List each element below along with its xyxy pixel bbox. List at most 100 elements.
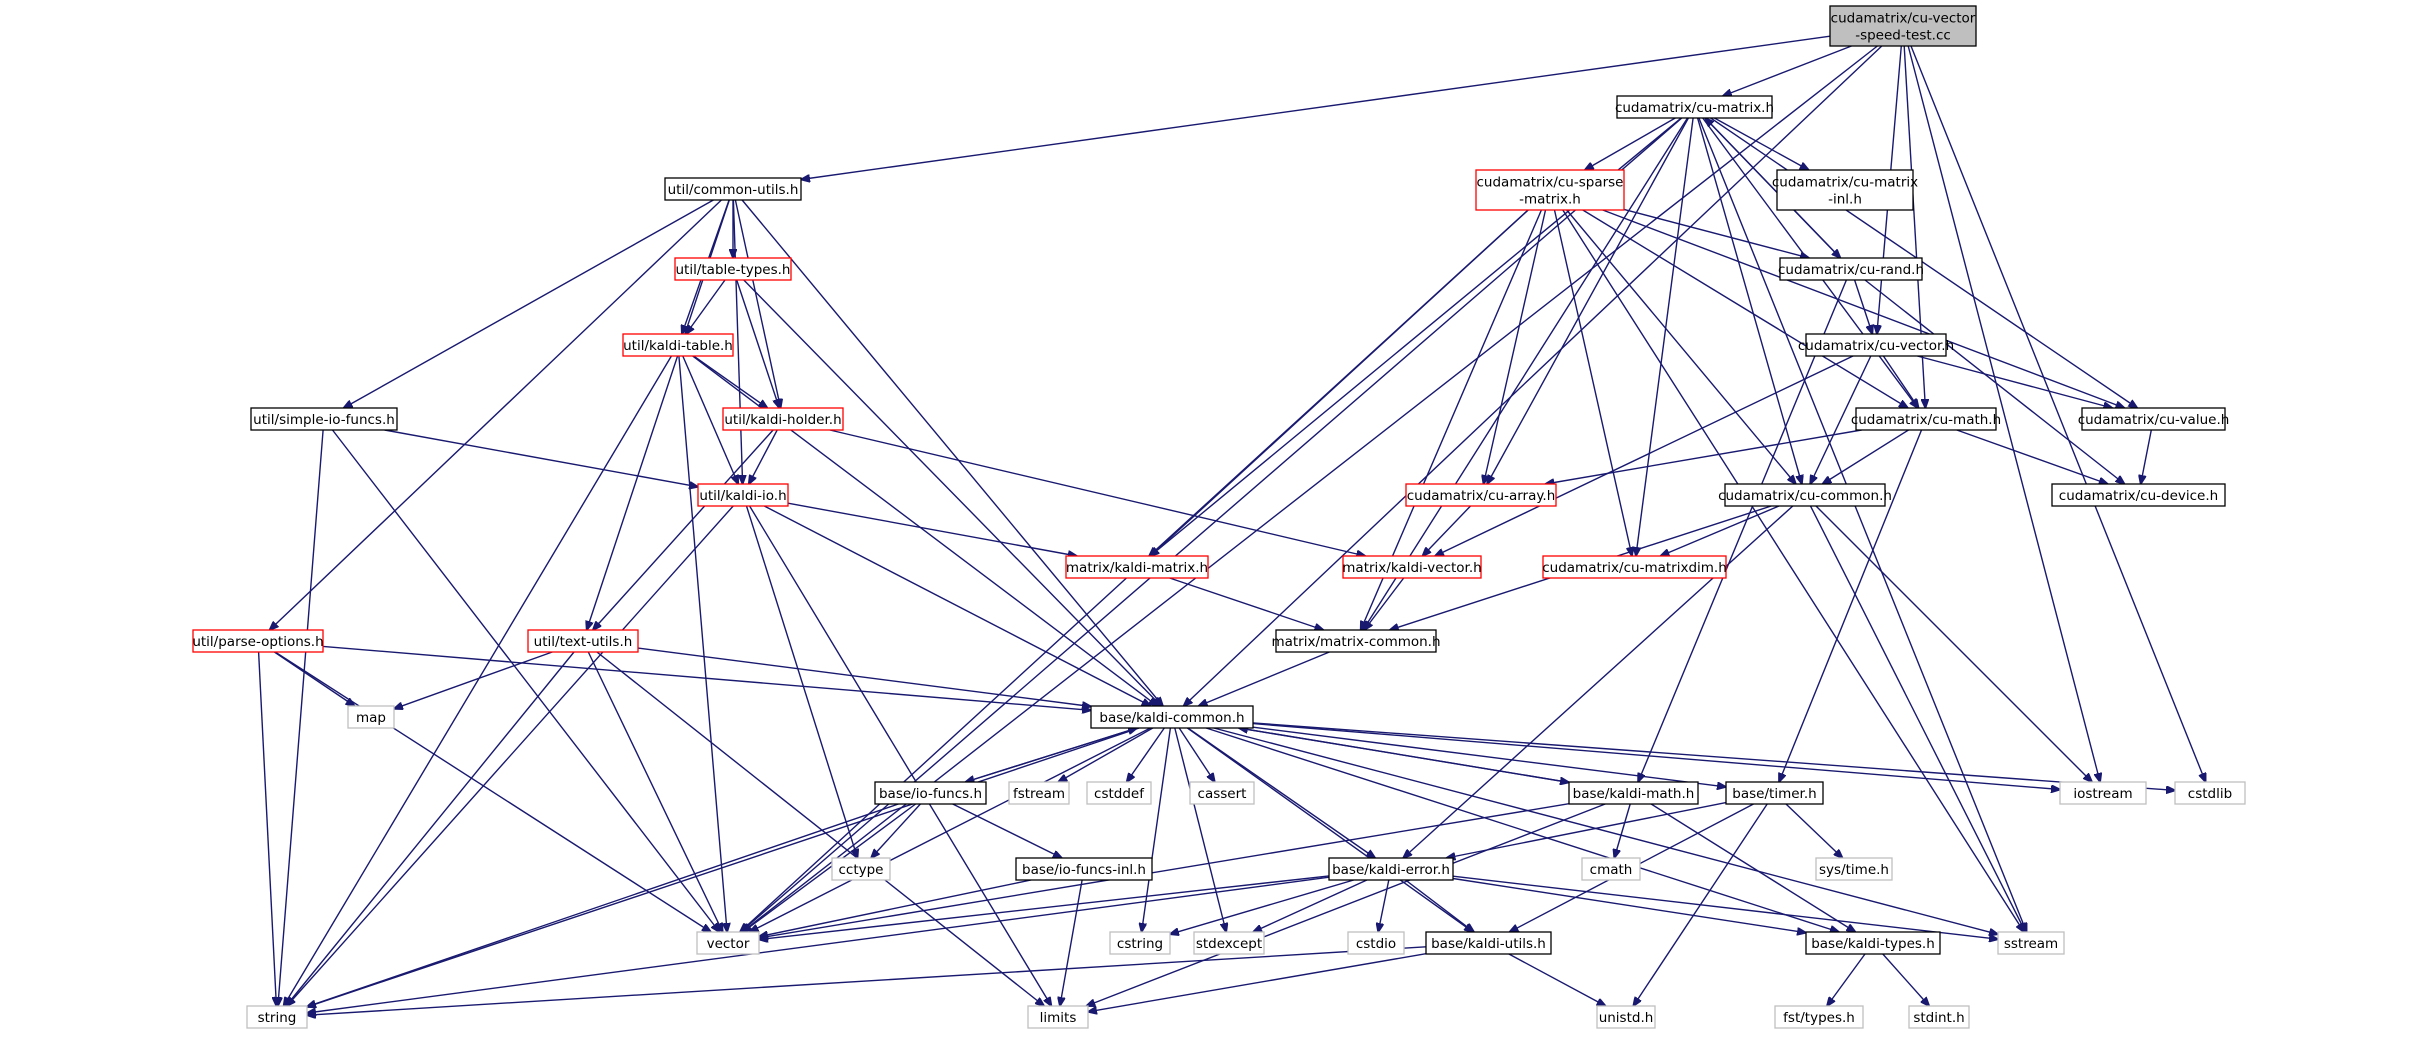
edge-cu_common-to-cu_matrixdim xyxy=(1661,505,1780,556)
edge-kaldi_table-to-kaldi_io xyxy=(682,355,738,484)
node-cu-sparse[interactable]: cudamatrix/cu-sparse-matrix.h xyxy=(1475,169,1625,211)
edge-kaldi_common-to-cstddef xyxy=(1127,727,1165,782)
node-label: cudamatrix/cu-value.h xyxy=(2078,412,2230,428)
edge-cu_matrix-to-cu_common xyxy=(1696,117,1802,484)
node-box xyxy=(1805,333,1947,357)
node-label: base/timer.h xyxy=(1732,786,1816,802)
edge-kaldi_io-to-cctype xyxy=(745,505,858,858)
node-kaldi-vector[interactable]: matrix/kaldi-vector.h xyxy=(1342,555,1482,579)
edge-kaldi_common-to-fstream xyxy=(1058,727,1154,782)
node-box xyxy=(1328,857,1454,881)
node-label: cudamatrix/cu-matrix.h xyxy=(1615,100,1774,116)
node-cstdio: cstdio xyxy=(1347,931,1405,955)
node-label: cstddef xyxy=(1094,786,1145,802)
node-io-funcs-inl[interactable]: base/io-funcs-inl.h xyxy=(1015,857,1153,881)
node-cu-vector[interactable]: cudamatrix/cu-vector.h xyxy=(1798,333,1954,357)
node-cu-matrix-inl[interactable]: cudamatrix/cu-matrix-inl.h xyxy=(1772,169,1918,211)
edge-cu_array-to-kaldi_vector xyxy=(1423,505,1472,556)
node-label: cassert xyxy=(1198,786,1247,802)
edge-kaldi_utils-to-unistd xyxy=(1508,953,1606,1006)
edge-cu_sparse-to-cu_rand xyxy=(1623,208,1809,258)
node-label: cudamatrix/cu-vector.h xyxy=(1798,338,1954,354)
node-timer[interactable]: base/timer.h xyxy=(1725,781,1824,805)
node-label: util/kaldi-table.h xyxy=(623,338,733,354)
node-kaldi-types[interactable]: base/kaldi-types.h xyxy=(1805,931,1941,955)
edge-kaldi_common-to-timer xyxy=(1252,726,1726,787)
edge-root-to-iostream xyxy=(1907,45,2100,782)
node-label: string xyxy=(258,1010,297,1026)
node-cu-matrix[interactable]: cudamatrix/cu-matrix.h xyxy=(1615,95,1774,119)
edge-kaldi_utils-to-string xyxy=(307,946,1427,1015)
edge-timer-to-kaldi_error xyxy=(1447,801,1727,858)
edge-parse_options-to-map xyxy=(274,651,354,706)
node-kaldi-utils[interactable]: base/kaldi-utils.h xyxy=(1425,931,1552,955)
node-kaldi-math[interactable]: base/kaldi-math.h xyxy=(1568,781,1699,805)
edge-kaldi_table-to-kaldi_holder xyxy=(693,355,768,408)
edge-kaldi_common-to-kaldi_error xyxy=(1187,727,1375,858)
node-label: unistd.h xyxy=(1599,1010,1654,1026)
node-cu-array[interactable]: cudamatrix/cu-array.h xyxy=(1405,483,1557,507)
node-kaldi-common[interactable]: base/kaldi-common.h xyxy=(1090,705,1254,729)
node-cu-value[interactable]: cudamatrix/cu-value.h xyxy=(2078,407,2230,431)
node-box xyxy=(831,857,891,881)
node-limits: limits xyxy=(1027,1005,1089,1029)
node-label: cudamatrix/cu-common.h xyxy=(1718,488,1892,504)
node-kaldi-matrix[interactable]: matrix/kaldi-matrix.h xyxy=(1065,555,1209,579)
node-iostream: iostream xyxy=(2059,781,2147,805)
node-cu-common[interactable]: cudamatrix/cu-common.h xyxy=(1718,483,1892,507)
edge-cu_matrix-to-matrix_common xyxy=(1363,117,1689,630)
node-box xyxy=(722,407,844,431)
node-label: cstdlib xyxy=(2188,786,2232,802)
edge-cu_value-to-cu_device xyxy=(2141,429,2152,484)
edge-cu_common-to-iostream xyxy=(1815,505,2092,782)
edge-cu_rand-to-cu_matrix xyxy=(1705,118,1841,259)
node-label: base/io-funcs.h xyxy=(879,786,982,802)
node-kaldi-io[interactable]: util/kaldi-io.h xyxy=(697,483,789,507)
node-box xyxy=(1542,555,1727,579)
node-cu-device[interactable]: cudamatrix/cu-device.h xyxy=(2051,483,2226,507)
node-root[interactable]: cudamatrix/cu-vector-speed-test.cc xyxy=(1829,5,1977,47)
node-table-types[interactable]: util/table-types.h xyxy=(674,257,792,281)
edge-kaldi_common-to-stdexcept xyxy=(1174,727,1226,932)
edge-cu_vector-to-cu_value xyxy=(1917,355,2112,408)
node-box xyxy=(1779,257,1923,281)
node-label: cmath xyxy=(1590,862,1633,878)
node-kaldi-table[interactable]: util/kaldi-table.h xyxy=(622,333,734,357)
node-box xyxy=(2059,781,2147,805)
edge-kaldi_math-to-kaldi_common xyxy=(1239,728,1570,784)
node-common-utils[interactable]: util/common-utils.h xyxy=(664,177,802,201)
node-cu-matrixdim[interactable]: cudamatrix/cu-matrixdim.h xyxy=(1542,555,1727,579)
edge-cu_rand-to-cu_device xyxy=(1864,279,2125,484)
node-box xyxy=(1425,931,1552,955)
node-cu-math[interactable]: cudamatrix/cu-math.h xyxy=(1851,407,2001,431)
node-matrix-common[interactable]: matrix/matrix-common.h xyxy=(1271,629,1441,653)
edge-kaldi_error-to-cstdio xyxy=(1378,879,1390,932)
edge-cu_vector-to-kaldi_vector xyxy=(1435,355,1854,556)
node-box xyxy=(1725,781,1824,805)
node-kaldi-error[interactable]: base/kaldi-error.h xyxy=(1328,857,1454,881)
node-box xyxy=(1347,931,1405,955)
edge-text_utils-to-kaldi_common xyxy=(637,647,1091,706)
edge-root-to-common_utils xyxy=(801,35,1831,179)
node-label: base/kaldi-common.h xyxy=(1099,710,1244,726)
node-io-funcs[interactable]: base/io-funcs.h xyxy=(874,781,987,805)
node-parse-options[interactable]: util/parse-options.h xyxy=(192,629,324,653)
node-box xyxy=(1275,629,1437,653)
node-label: sstream xyxy=(2004,936,2058,952)
node-simple-io[interactable]: util/simple-io-funcs.h xyxy=(250,407,398,431)
node-box xyxy=(1109,931,1171,955)
node-cu-rand[interactable]: cudamatrix/cu-rand.h xyxy=(1778,257,1924,281)
edge-kaldi_matrix-to-matrix_common xyxy=(1169,577,1324,630)
edge-kaldi_common-to-iostream xyxy=(1252,722,2060,790)
node-label: cctype xyxy=(838,862,883,878)
node-text-utils[interactable]: util/text-utils.h xyxy=(527,629,639,653)
node-label: cstdio xyxy=(1356,936,1396,952)
node-kaldi-holder[interactable]: util/kaldi-holder.h xyxy=(722,407,844,431)
edge-cu_rand-to-kaldi_math xyxy=(1638,279,1848,782)
node-label: map xyxy=(356,710,386,726)
edge-io_funcs-to-kaldi_common xyxy=(965,728,1138,783)
node-cmath: cmath xyxy=(1581,857,1641,881)
edge-kaldi_utils-to-limits xyxy=(1088,953,1427,1012)
edge-cu_math-to-cu_common xyxy=(1823,429,1909,484)
